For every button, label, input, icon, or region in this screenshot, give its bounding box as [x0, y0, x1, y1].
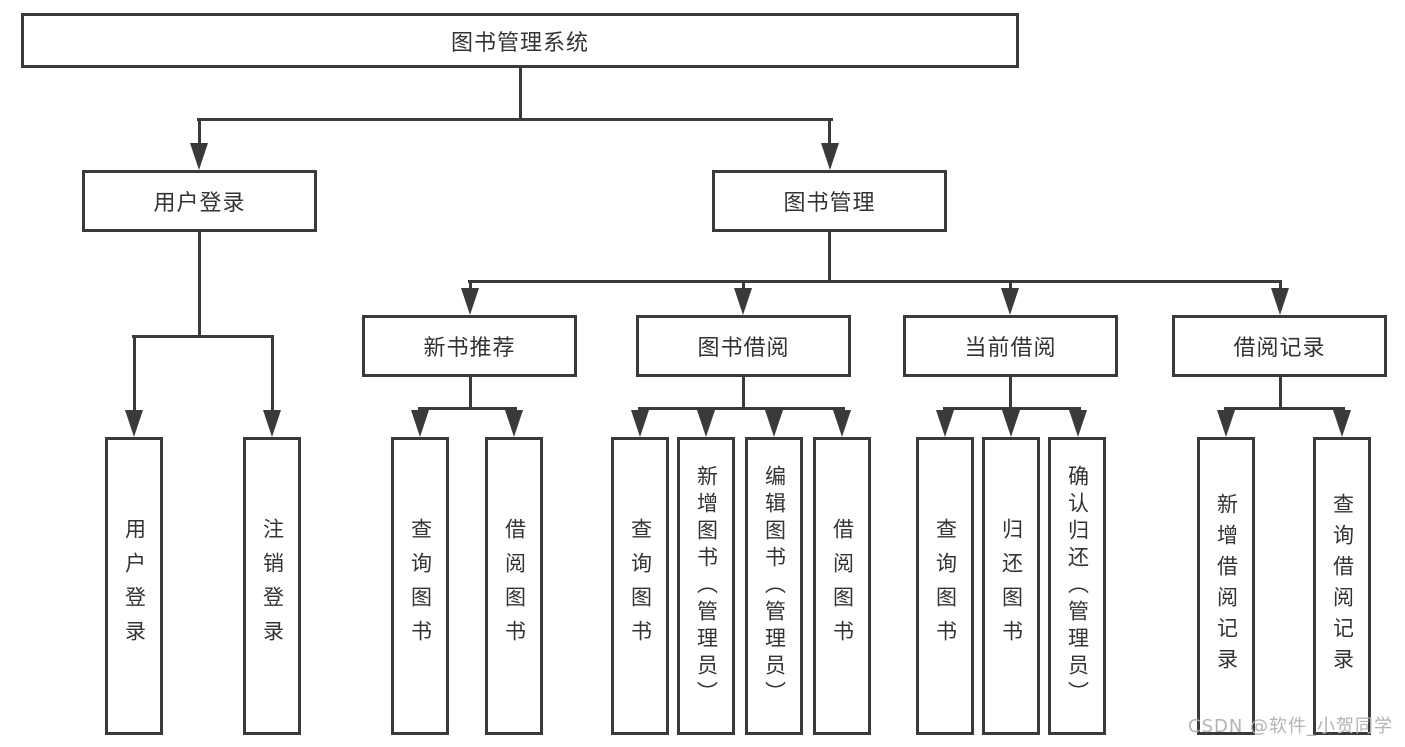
arrowhead-down-icon [505, 410, 523, 437]
node-book-borrowing: 图书借阅 [636, 315, 851, 377]
arrowhead-down-icon [697, 410, 715, 437]
node-new-book-recommendation: 新书推荐 [362, 315, 577, 377]
node-borrowing-records: 借阅记录 [1172, 315, 1387, 377]
node-library-management-system: 图书管理系统 [21, 13, 1019, 68]
leaf-user-login: 用户登录 [105, 437, 163, 735]
leaf-return-book: 归还图书 [982, 437, 1040, 735]
node-user-login: 用户登录 [82, 170, 317, 232]
arrowhead-down-icon [411, 410, 429, 437]
connector-stem-book-management [828, 118, 831, 148]
leaf-add-borrow-record: 新增借阅记录 [1197, 437, 1255, 735]
connector-book-borrow-hline [638, 407, 845, 410]
node-label: 图书借阅 [697, 336, 790, 361]
leaf-borrow-books-borrow: 借阅图书 [813, 437, 871, 735]
node-book-management: 图书管理 [712, 170, 947, 232]
node-label: 借阅记录 [1233, 336, 1326, 361]
arrowhead-down-icon [936, 410, 954, 437]
arrowhead-down-icon [765, 410, 783, 437]
connector-book-management-stem [828, 232, 831, 280]
connector-book-borrow-stem [742, 377, 745, 407]
leaf-query-books-recommend: 查询图书 [391, 437, 449, 735]
leaf-logout: 注销登录 [243, 437, 301, 735]
arrowhead-down-icon [190, 143, 208, 170]
arrowhead-down-icon [1271, 288, 1289, 315]
csdn-watermark: CSDN @软件_小贺同学 [1188, 716, 1394, 737]
node-label: 查询借阅记录 [1330, 493, 1355, 679]
leaf-query-books-current: 查询图书 [916, 437, 974, 735]
arrowhead-down-icon [1333, 410, 1351, 437]
leaf-query-books-borrow: 查询图书 [611, 437, 669, 735]
connector-stem-current-borrow [1009, 280, 1012, 292]
connector-stem-user-login [198, 118, 201, 148]
node-label: 新书推荐 [423, 336, 516, 361]
node-label: 确认归还（管理员） [1065, 464, 1090, 708]
node-label: 借阅图书 [830, 518, 855, 654]
connector-borrow-record-stem [1279, 377, 1282, 407]
leaf-edit-book-admin: 编辑图书（管理员） [745, 437, 803, 735]
arrowhead-down-icon [821, 143, 839, 170]
node-label: 图书管理系统 [450, 30, 589, 56]
connector-current-borrow-stem [1009, 377, 1012, 407]
arrowhead-down-icon [833, 410, 851, 437]
leaf-borrow-books-recommend: 借阅图书 [485, 437, 543, 735]
arrowhead-down-icon [1002, 410, 1020, 437]
node-label: 用户登录 [153, 191, 246, 216]
leaf-add-book-admin: 新增图书（管理员） [677, 437, 735, 735]
connector-stem-leaf-user-login [133, 335, 136, 415]
connector-new-book-hline [418, 407, 517, 410]
arrowhead-down-icon [125, 410, 143, 437]
arrowhead-down-icon [461, 288, 479, 315]
connector-borrow-record-hline [1224, 407, 1345, 410]
connector-new-book-stem [469, 377, 472, 407]
node-label: 查询图书 [933, 518, 958, 654]
arrowhead-down-icon [263, 410, 281, 437]
node-current-borrowing: 当前借阅 [903, 315, 1118, 377]
node-label: 新增借阅记录 [1214, 493, 1239, 679]
node-label: 图书管理 [783, 191, 876, 216]
node-label: 新增图书（管理员） [694, 464, 719, 708]
connector-book-management-hline [468, 280, 1282, 283]
node-label: 编辑图书（管理员） [762, 464, 787, 708]
node-label: 归还图书 [999, 518, 1024, 654]
node-label: 查询图书 [408, 518, 433, 654]
connector-stem-new-book [469, 280, 472, 292]
node-label: 注销登录 [260, 518, 285, 654]
connector-root-stem [519, 68, 522, 118]
connector-stem-book-borrow [742, 280, 745, 292]
arrowhead-down-icon [1217, 410, 1235, 437]
arrowhead-down-icon [631, 410, 649, 437]
arrowhead-down-icon [1069, 410, 1087, 437]
connector-stem-borrow-record [1279, 280, 1282, 292]
leaf-query-borrow-record: 查询借阅记录 [1313, 437, 1371, 735]
arrowhead-down-icon [734, 288, 752, 315]
connector-root-hline [197, 118, 833, 121]
connector-stem-leaf-logout [271, 335, 274, 415]
node-label: 当前借阅 [964, 336, 1057, 361]
node-label: 用户登录 [122, 518, 147, 654]
connector-user-login-hline [132, 335, 274, 338]
arrowhead-down-icon [1001, 288, 1019, 315]
connector-user-login-stem [198, 232, 201, 335]
leaf-confirm-return-admin: 确认归还（管理员） [1048, 437, 1106, 735]
node-label: 查询图书 [628, 518, 653, 654]
node-label: 借阅图书 [502, 518, 527, 654]
